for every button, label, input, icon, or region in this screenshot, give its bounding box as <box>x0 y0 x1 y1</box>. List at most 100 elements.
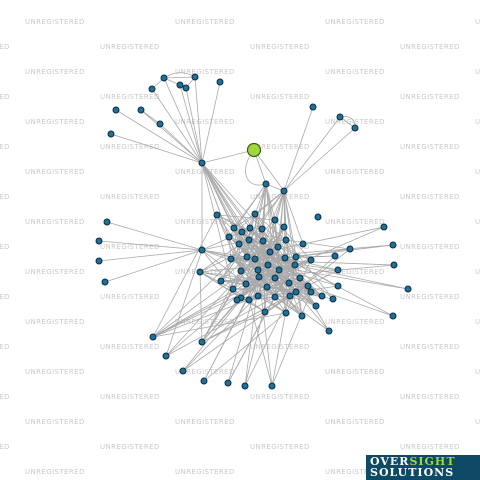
watermark-text: UNREGISTERED <box>0 393 10 401</box>
network-edge <box>201 249 247 285</box>
entity-node[interactable] <box>271 293 279 301</box>
entity-node[interactable] <box>179 367 187 375</box>
entity-node[interactable] <box>191 73 199 81</box>
entity-node[interactable] <box>227 255 235 263</box>
entity-node[interactable] <box>137 106 145 114</box>
network-edge <box>201 311 266 343</box>
entity-node[interactable] <box>255 273 263 281</box>
entity-node[interactable] <box>224 379 232 387</box>
entity-node[interactable] <box>254 266 262 274</box>
entity-node[interactable] <box>237 267 245 275</box>
entity-node[interactable] <box>291 261 299 269</box>
entity-node[interactable] <box>312 302 320 310</box>
entity-node[interactable] <box>271 216 279 224</box>
entity-node[interactable] <box>334 282 342 290</box>
entity-node[interactable] <box>266 248 274 256</box>
entity-node[interactable] <box>259 237 267 245</box>
entity-node[interactable] <box>275 266 283 274</box>
entity-node[interactable] <box>318 292 326 300</box>
network-edge <box>284 257 339 271</box>
entity-node[interactable] <box>390 261 398 269</box>
entity-node[interactable] <box>298 312 306 320</box>
entity-node[interactable] <box>304 282 312 290</box>
entity-node[interactable] <box>286 292 294 300</box>
entity-node[interactable] <box>148 85 156 93</box>
entity-node[interactable] <box>380 223 388 231</box>
entity-node[interactable] <box>112 106 120 114</box>
entity-node[interactable] <box>213 211 221 219</box>
entity-node[interactable] <box>216 78 224 86</box>
entity-node[interactable] <box>268 382 276 390</box>
entity-node[interactable] <box>264 261 272 269</box>
entity-node[interactable] <box>160 74 168 82</box>
entity-node[interactable] <box>229 285 237 293</box>
entity-node[interactable] <box>101 278 109 286</box>
entity-node[interactable] <box>292 288 300 296</box>
entity-node[interactable] <box>262 180 270 188</box>
entity-node[interactable] <box>198 338 206 346</box>
entity-node[interactable] <box>217 277 225 285</box>
entity-node[interactable] <box>271 274 279 282</box>
entity-node[interactable] <box>309 103 317 111</box>
entity-node[interactable] <box>280 187 288 195</box>
entity-node[interactable] <box>107 130 115 138</box>
entity-node[interactable] <box>351 124 359 132</box>
entity-node[interactable] <box>282 309 290 317</box>
entity-node[interactable] <box>404 285 412 293</box>
watermark-text: UNREGISTERED <box>250 393 310 401</box>
entity-node[interactable] <box>198 159 206 167</box>
entity-node[interactable] <box>233 296 241 304</box>
entity-node[interactable] <box>282 236 290 244</box>
entity-node[interactable] <box>196 268 204 276</box>
entity-node[interactable] <box>198 246 206 254</box>
entity-node[interactable] <box>314 213 322 221</box>
entity-node[interactable] <box>200 377 208 385</box>
entity-node[interactable] <box>263 283 271 291</box>
entity-node[interactable] <box>95 257 103 265</box>
entity-node[interactable] <box>230 224 238 232</box>
entity-node[interactable] <box>246 224 254 232</box>
watermark-text: UNREGISTERED <box>325 68 385 76</box>
entity-node[interactable] <box>245 236 253 244</box>
entity-node[interactable] <box>245 296 253 304</box>
entity-node[interactable] <box>103 218 111 226</box>
logo-word-solutions: SOLUTIONS <box>370 466 455 479</box>
entity-node[interactable] <box>296 274 304 282</box>
entity-node[interactable] <box>329 295 337 303</box>
entity-node[interactable] <box>238 228 246 236</box>
entity-node[interactable] <box>307 256 315 264</box>
entity-node[interactable] <box>182 84 190 92</box>
entity-node[interactable] <box>334 266 342 274</box>
entity-node[interactable] <box>235 240 243 248</box>
focus-entity-node[interactable] <box>246 142 262 158</box>
entity-node[interactable] <box>292 253 300 261</box>
entity-node[interactable] <box>346 245 354 253</box>
entity-node[interactable] <box>299 240 307 248</box>
entity-node[interactable] <box>389 312 397 320</box>
entity-node[interactable] <box>242 280 250 288</box>
entity-node[interactable] <box>285 279 293 287</box>
watermark-text: UNREGISTERED <box>100 143 160 151</box>
network-edge <box>238 243 242 272</box>
entity-node[interactable] <box>225 233 233 241</box>
entity-node[interactable] <box>176 81 184 89</box>
entity-node[interactable] <box>325 327 333 335</box>
entity-node[interactable] <box>274 243 282 251</box>
entity-node[interactable] <box>331 252 339 260</box>
entity-node[interactable] <box>254 292 262 300</box>
entity-node[interactable] <box>251 210 259 218</box>
entity-node[interactable] <box>280 223 288 231</box>
entity-node[interactable] <box>261 308 269 316</box>
entity-node[interactable] <box>281 254 289 262</box>
entity-node[interactable] <box>336 113 344 121</box>
entity-node[interactable] <box>307 288 315 296</box>
entity-node[interactable] <box>241 382 249 390</box>
entity-node[interactable] <box>243 253 251 261</box>
entity-node[interactable] <box>389 241 397 249</box>
entity-node[interactable] <box>162 352 170 360</box>
entity-node[interactable] <box>95 237 103 245</box>
entity-node[interactable] <box>149 333 157 341</box>
entity-node[interactable] <box>258 225 266 233</box>
entity-node[interactable] <box>251 255 259 263</box>
entity-node[interactable] <box>156 120 164 128</box>
